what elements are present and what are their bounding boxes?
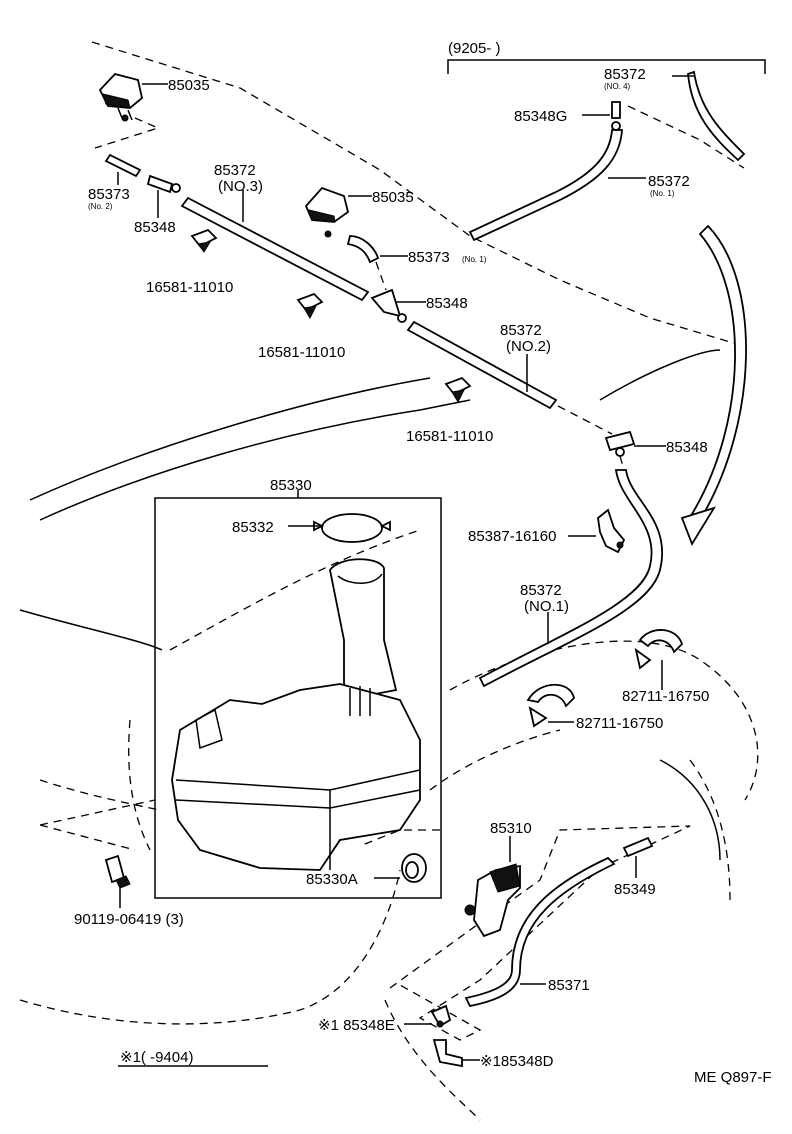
pump-icon (464, 836, 521, 938)
joint-right-icon (604, 430, 666, 457)
label-bolt: 90119-06419 (3) (74, 911, 184, 928)
joint-mid-icon (370, 288, 426, 323)
clamp-lower-icon (526, 683, 575, 728)
label-joint-g: 85348G (514, 108, 567, 125)
joint-e-icon (404, 1004, 452, 1028)
label-bracket: 85387-16160 (468, 528, 556, 545)
hose-85373-no1-icon (346, 235, 408, 264)
label-hose-85373-mid-sub: (No. 1) (462, 255, 487, 264)
date-range-label: (9205- ) (448, 40, 501, 57)
label-hose-no2: 85372 (500, 322, 542, 339)
hose-no1-mid-icon (478, 469, 663, 688)
hose-no2-icon (406, 320, 558, 410)
label-footnote: ※1( -9404) (120, 1049, 193, 1066)
hose-85373-no2-icon (104, 153, 142, 185)
label-hose-no2-sub: (NO.2) (506, 338, 551, 355)
bracket-icon (568, 508, 626, 554)
label-joint-left: 85348 (134, 219, 176, 236)
label-tank-assy: 85330 (270, 477, 312, 494)
joint-g-icon (582, 101, 621, 131)
label-hose-85371: 85371 (548, 977, 590, 994)
label-grommet: 85330A (306, 871, 358, 888)
label-hose-no3-sub: (NO.3) (218, 178, 263, 195)
label-pump: 85310 (490, 820, 532, 837)
label-nozzle-top: 85035 (168, 77, 210, 94)
label-hose-no1-top: 85372 (648, 173, 690, 190)
label-joint-e: ※1 85348E (318, 1017, 395, 1034)
label-hose-no4: 85372 (604, 66, 646, 83)
flow-arrow-icon (680, 224, 747, 547)
label-hose-no1-mid-sub: (NO.1) (524, 598, 569, 615)
label-clip-2: 16581-11010 (258, 344, 345, 361)
label-clamp-lower: 82711-16750 (576, 715, 663, 732)
label-hose-no3: 85372 (214, 162, 256, 179)
cap-icon (288, 513, 391, 543)
label-hose-no1-top-sub: (No. 1) (650, 189, 675, 198)
label-drawing-code: ME Q897-F (694, 1069, 772, 1086)
label-joint-mid: 85348 (426, 295, 468, 312)
clip-3-icon (444, 376, 472, 404)
label-nozzle-mid: 85035 (372, 189, 414, 206)
washer-tank-icon (171, 558, 421, 871)
label-hose-no4-sub: (NO. 4) (604, 82, 631, 91)
label-hose-85373-mid: 85373 (408, 249, 450, 266)
grommet-icon (374, 853, 427, 883)
hose-no1-top-icon (468, 129, 646, 242)
bolt-icon (104, 854, 131, 908)
date-bracket (447, 59, 766, 74)
nozzle-mid-icon (304, 186, 372, 238)
clip-1-icon (190, 228, 218, 253)
hose-no3-icon (180, 190, 370, 302)
check-valve-icon (622, 836, 654, 878)
label-hose-no1-mid: 85372 (520, 582, 562, 599)
nozzle-top-icon (98, 72, 168, 122)
joint-d-icon (432, 1039, 480, 1068)
hose-no4-icon (672, 70, 746, 162)
clip-2-icon (296, 292, 324, 320)
label-check-valve: 85349 (614, 881, 656, 898)
clamp-upper-icon (634, 629, 684, 690)
label-clip-1: 16581-11010 (146, 279, 233, 296)
hose-85371-icon (464, 856, 616, 1008)
label-hose-85373-left: 85373 (88, 186, 130, 203)
label-hose-85373-left-sub: (No. 2) (88, 202, 113, 211)
joint-left-icon (146, 174, 181, 218)
label-clip-3: 16581-11010 (406, 428, 493, 445)
label-clamp-upper: 82711-16750 (622, 688, 709, 705)
label-cap: 85332 (232, 519, 274, 536)
label-joint-d: ※185348D (480, 1053, 554, 1070)
label-joint-right: 85348 (666, 439, 708, 456)
tank-assembly-box (154, 490, 442, 899)
